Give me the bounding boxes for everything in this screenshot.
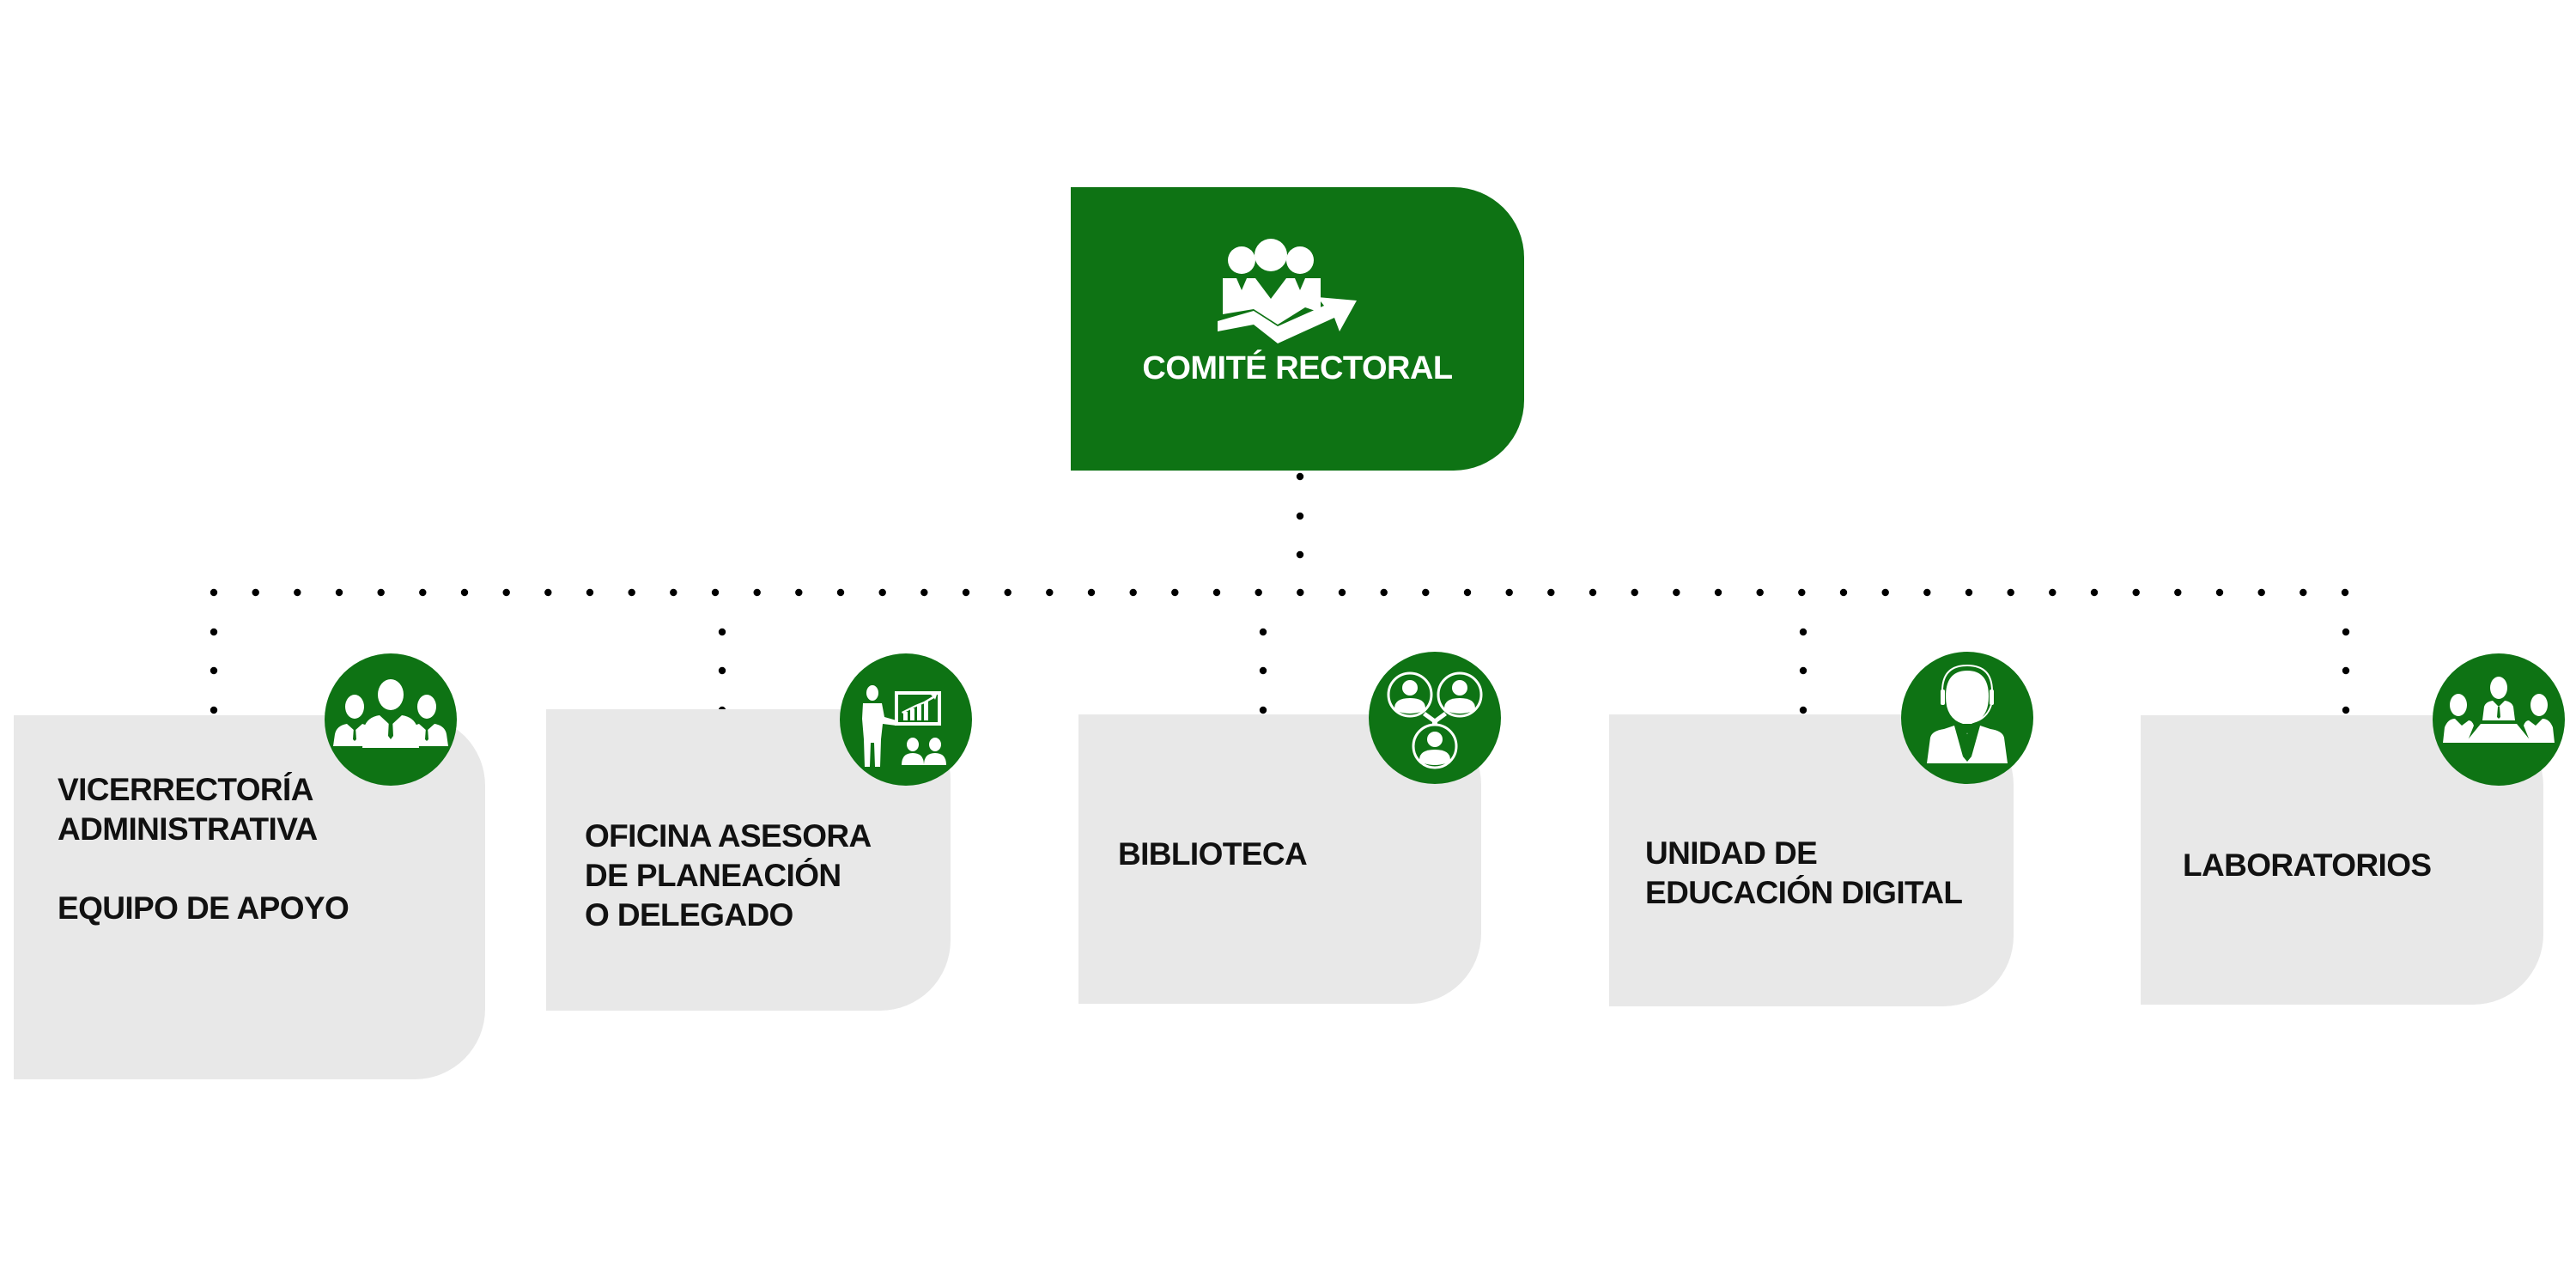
connector-dot-child-2 [718,628,726,636]
connector-dot-bus [711,588,720,597]
connector-dot-bus [1129,588,1137,597]
connector-dot-bus [1171,588,1179,597]
connector-dot-bus [962,588,970,597]
node-label-line: OFICINA ASESORA [585,818,872,854]
root-title: COMITÉ RECTORAL [1142,350,1453,386]
connector-dot-bus [1881,588,1889,597]
connector-dot-bus [753,588,761,597]
connector-dot-bus [1046,588,1054,597]
node-label-line: O DELEGADO [585,897,793,933]
node-label: VICERRECTORÍA ADMINISTRATIVA EQUIPO DE A… [58,770,349,928]
headset-agent-icon [1901,652,2033,784]
connector-dot-bus [2049,588,2057,597]
connector-dot-bus [1756,588,1764,597]
network-users-icon [1369,652,1501,784]
node-label: UNIDAD DE EDUCACIÓN DIGITAL [1645,834,1963,913]
connector-dot-bus [1965,588,1973,597]
node-label: OFICINA ASESORA DE PLANEACIÓN O DELEGADO [585,817,872,935]
connector-dot-root [1296,550,1304,559]
connector-dot-bus [1589,588,1597,597]
connector-dot-bus [628,588,635,597]
connector-dot-bus [502,588,510,597]
connector-dot-child-1 [210,628,218,636]
node-label-line: LABORATORIOS [2183,848,2432,883]
connector-dot-child-1 [210,666,218,675]
node-sublabel: EQUIPO DE APOYO [58,890,349,926]
connector-dot-bus [1505,588,1513,597]
connector-dot-bus [377,588,385,597]
connector-dot-child-1 [210,706,218,714]
connector-dot-child-5 [2342,666,2350,675]
connector-dot-bus [1714,588,1722,597]
node-label-line: DE PLANEACIÓN [585,858,841,893]
connector-dot-bus [1463,588,1472,597]
connector-dot-bus [2257,588,2265,597]
meeting-table-icon [2433,653,2565,786]
connector-dot-bus [335,588,343,597]
connector-dot-child-3 [1259,628,1267,636]
connector-dot-bus [1087,588,1096,597]
node-label-line: ADMINISTRATIVA [58,811,318,847]
connector-dot-bus [2007,588,2014,597]
connector-dot-bus [1923,588,1931,597]
team-icon [325,653,457,786]
connector-dot-bus [586,588,594,597]
connector-dot-bus [2174,588,2182,597]
connector-dot-root [1296,512,1304,520]
connector-dot-bus [2300,588,2307,597]
connector-dot-bus [1631,588,1638,597]
connector-dot-bus [1004,588,1012,597]
node-label-line: UNIDAD DE [1645,835,1818,871]
connector-dot-child-4 [1799,628,1807,636]
connector-dot-bus [2132,588,2140,597]
connector-dot-bus [2090,588,2099,597]
connector-dot-bus [1212,588,1221,597]
node-label: LABORATORIOS [2183,846,2432,885]
node-label-line: BIBLIOTECA [1118,836,1308,872]
connector-dot-bus [1839,588,1848,597]
connector-dot-bus [544,588,552,597]
connector-dot-bus [920,588,928,597]
root-node-comite-rectoral[interactable]: COMITÉ RECTORAL [1071,187,1524,471]
node-label-line: EDUCACIÓN DIGITAL [1645,875,1963,910]
connector-dot-bus [294,588,301,597]
connector-dot-bus [1338,588,1346,597]
connector-dot-child-2 [718,666,726,675]
team-growth-icon [1218,239,1357,343]
connector-dot-child-5 [2342,628,2350,636]
connector-dot-bus [460,588,469,597]
connector-dot-bus [419,588,427,597]
connector-dot-root [1296,472,1304,481]
connector-dot-child-4 [1799,706,1807,714]
connector-dot-bus [878,588,886,597]
connector-dot-bus [1547,588,1555,597]
connector-dot-child-5 [2342,706,2350,714]
connector-dot-bus [1673,588,1680,597]
connector-dot-bus [2215,588,2224,597]
connector-dot-bus [1380,588,1388,597]
connector-dot-bus [1255,588,1262,597]
connector-dot-bus [2341,588,2349,597]
connector-dot-bus [1798,588,1806,597]
connector-dot-bus [1422,588,1430,597]
connector-dot-child-4 [1799,666,1807,675]
connector-dot-bus [252,588,259,597]
connector-dot-bus [795,588,803,597]
connector-dot-bus [670,588,677,597]
node-label: BIBLIOTECA [1118,835,1308,874]
presentation-icon [840,653,972,786]
connector-dot-bus [1297,588,1304,597]
connector-dot-bus [210,588,218,597]
node-label-line: VICERRECTORÍA [58,772,313,807]
connector-dot-child-3 [1259,706,1267,714]
connector-dot-bus [836,588,845,597]
connector-dot-child-3 [1259,666,1267,675]
